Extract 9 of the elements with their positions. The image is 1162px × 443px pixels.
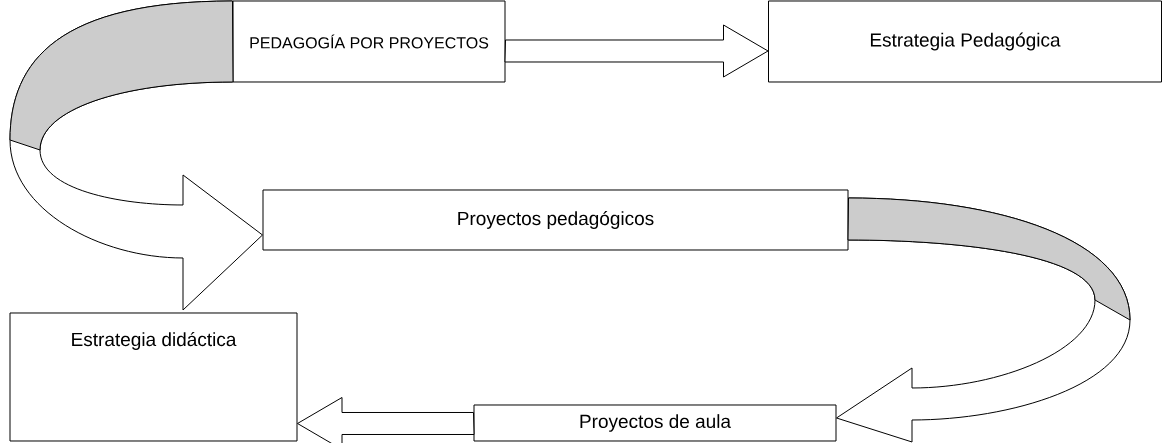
block-arrow bbox=[297, 397, 475, 443]
process-box: Estrategia Pedagógica bbox=[768, 0, 1162, 83]
curved-arrow bbox=[9, 0, 263, 311]
curved-arrow bbox=[836, 197, 1131, 443]
block-arrow bbox=[504, 24, 769, 78]
process-box: Estrategia didáctica bbox=[9, 312, 298, 442]
process-box: Proyectos pedagógicos bbox=[262, 189, 849, 251]
process-box: Proyectos de aula bbox=[473, 404, 837, 442]
process-box: PEDAGOGÍA POR PROYECTOS bbox=[232, 0, 506, 83]
